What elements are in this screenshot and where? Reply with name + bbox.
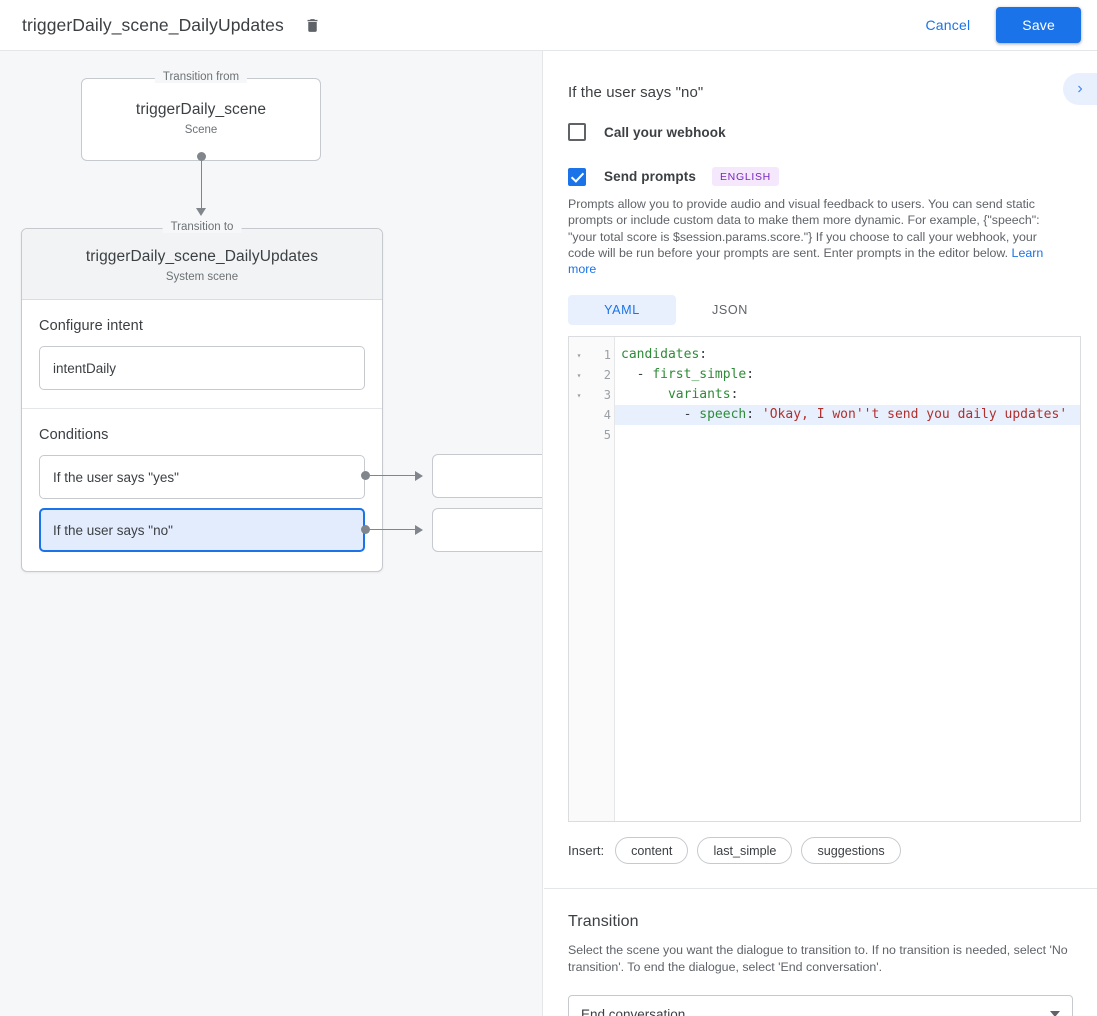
page-title: triggerDaily_scene_DailyUpdates — [22, 14, 284, 35]
top-bar-actions: Cancel Save — [912, 7, 1097, 43]
save-button[interactable]: Save — [996, 7, 1081, 43]
condition-yes-port[interactable] — [361, 471, 370, 480]
scene-graph-canvas[interactable]: Transition from triggerDaily_scene Scene… — [0, 51, 543, 1016]
insert-chips-row: Insert: content last_simple suggestions — [568, 837, 1097, 865]
editor-code-line[interactable]: variants: — [615, 385, 1080, 405]
code-token-key: variants — [667, 387, 731, 403]
code-token-punc: : — [699, 347, 708, 363]
editor-line-number: 1 — [603, 348, 611, 363]
transition-title: Transition — [568, 913, 639, 931]
editor-line-gutter[interactable]: 4 — [569, 405, 614, 425]
transition-target-select[interactable]: End conversation — [568, 995, 1073, 1016]
editor-code-line[interactable] — [615, 425, 1080, 445]
transition-from-card[interactable]: Transition from triggerDaily_scene Scene — [81, 71, 321, 161]
code-token-punc: - — [621, 367, 653, 383]
configure-intent-label: Configure intent — [39, 318, 143, 334]
send-prompts-label: Send prompts — [604, 169, 696, 184]
condition-no-port[interactable] — [361, 525, 370, 534]
tab-yaml[interactable]: YAML — [568, 295, 676, 326]
chevron-right-icon — [1078, 85, 1083, 93]
editor-format-tabs: YAML JSON — [568, 295, 1097, 326]
editor-line-number: 3 — [603, 388, 611, 403]
transition-to-scene-type: System scene — [165, 271, 239, 283]
transition-section: Transition Select the scene you want the… — [544, 889, 1097, 1016]
condition-yes-arrowhead — [415, 471, 423, 481]
connector-arrowhead — [196, 208, 206, 216]
transition-to-header: triggerDaily_scene_DailyUpdates System s… — [22, 229, 382, 300]
code-token-punc: - — [621, 407, 700, 423]
target-node-yes[interactable] — [432, 454, 542, 498]
send-prompts-row[interactable]: Send prompts ENGLISH — [544, 167, 1097, 186]
learn-more-link[interactable]: Learn more — [568, 245, 1044, 277]
editor-code-area[interactable]: candidates: - first_simple: variants: - … — [615, 337, 1080, 821]
editor-line-number: 5 — [603, 428, 611, 443]
transition-from-legend: Transition from — [154, 71, 248, 83]
top-bar: triggerDaily_scene_DailyUpdates Cancel S… — [0, 0, 1097, 51]
editor-line-number: 4 — [603, 408, 611, 423]
tab-json[interactable]: JSON — [712, 303, 748, 318]
insert-chip-suggestions[interactable]: suggestions — [801, 837, 901, 865]
code-token-punc — [621, 387, 668, 402]
editor-line-gutter[interactable]: ▾2 — [569, 365, 614, 385]
condition-yes-edge — [370, 475, 415, 476]
fold-toggle-icon[interactable]: ▾ — [576, 390, 582, 400]
transition-to-legend: Transition to — [162, 221, 242, 233]
cancel-button[interactable]: Cancel — [912, 8, 985, 42]
condition-row-no[interactable]: If the user says "no" — [39, 508, 365, 552]
editor-line-number: 2 — [603, 368, 611, 383]
code-token-key: speech — [699, 407, 747, 423]
send-prompts-checkbox[interactable] — [568, 167, 586, 186]
webhook-row[interactable]: Call your webhook — [544, 123, 1097, 141]
transition-target-value: End conversation — [581, 1006, 686, 1016]
language-badge: ENGLISH — [711, 167, 779, 186]
transition-from-scene-name: triggerDaily_scene — [135, 101, 267, 118]
condition-no-arrowhead — [415, 525, 423, 535]
prompts-description-text: Prompts allow you to provide audio and v… — [568, 197, 1040, 260]
insert-label: Insert: — [568, 843, 605, 859]
panel-divider — [544, 888, 1097, 890]
call-your-webhook-checkbox[interactable] — [568, 123, 586, 141]
editor-line-gutter[interactable]: 5 — [569, 425, 614, 445]
insert-chip-content[interactable]: content — [615, 837, 689, 865]
transition-from-scene-type: Scene — [184, 124, 218, 136]
transition-to-card[interactable]: Transition to triggerDaily_scene_DailyUp… — [21, 221, 383, 572]
delete-button[interactable] — [298, 10, 328, 40]
code-token-key: candidates — [621, 347, 700, 363]
connector-line — [201, 157, 202, 211]
insert-chip-last-simple[interactable]: last_simple — [697, 837, 793, 865]
condition-row-yes[interactable]: If the user says "yes" — [39, 455, 365, 499]
code-token-punc: : — [730, 387, 739, 403]
code-token-key: first_simple — [652, 367, 747, 383]
collapse-panel-button[interactable] — [1063, 73, 1097, 105]
editor-line-gutter[interactable]: ▾1 — [569, 345, 614, 365]
configure-intent-section: Configure intent intentDaily — [22, 300, 382, 409]
intent-field[interactable]: intentDaily — [39, 346, 365, 390]
editor-line-gutter[interactable]: ▾3 — [569, 385, 614, 405]
conditions-section: Conditions If the user says "yes" If the… — [22, 409, 382, 570]
panel-header: If the user says "no" — [544, 51, 1097, 109]
editor-code-line[interactable]: - speech: 'Okay, I won''t send you daily… — [615, 405, 1080, 426]
panel-title: If the user says "no" — [568, 83, 704, 101]
conditions-label: Conditions — [39, 427, 109, 443]
condition-no-edge — [370, 529, 415, 530]
call-your-webhook-label: Call your webhook — [604, 124, 726, 140]
fold-toggle-icon[interactable]: ▾ — [576, 370, 582, 380]
code-token-punc: : — [746, 367, 755, 383]
fold-toggle-icon[interactable]: ▾ — [576, 350, 582, 360]
code-token-str: 'Okay, I won''t send you daily updates' — [761, 407, 1068, 423]
code-token-punc: : — [746, 407, 762, 423]
trash-icon — [307, 18, 318, 32]
transition-to-scene-name: triggerDaily_scene_DailyUpdates — [85, 248, 319, 265]
transition-description: Select the scene you want the dialogue t… — [568, 943, 1068, 974]
editor-code-line[interactable]: - first_simple: — [615, 365, 1080, 385]
prompts-description: Prompts allow you to provide audio and v… — [544, 186, 1081, 277]
editor-code-line[interactable]: candidates: — [615, 345, 1080, 365]
condition-details-panel: If the user says "no" Call your webhook … — [544, 51, 1097, 1016]
connector-dot — [197, 152, 206, 161]
target-node-no[interactable] — [432, 508, 542, 552]
chevron-down-icon — [1050, 1011, 1060, 1016]
